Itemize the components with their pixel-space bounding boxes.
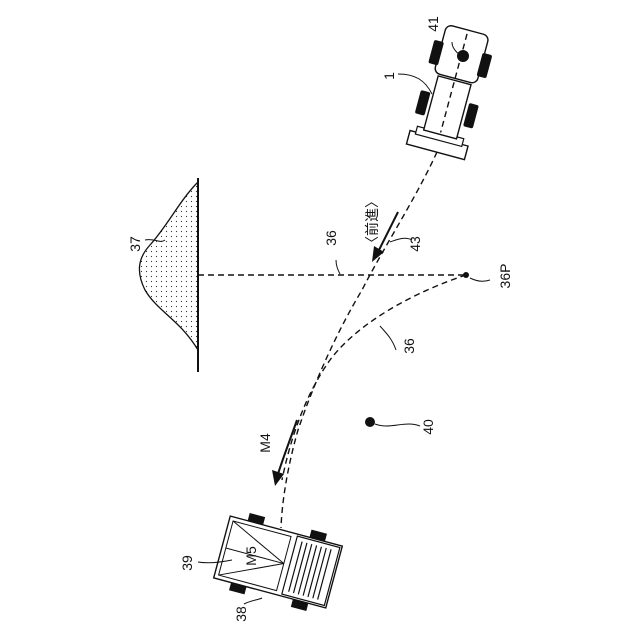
dump-truck-icon xyxy=(212,508,345,615)
label-line-36-upper: 36 xyxy=(323,230,339,246)
pile-shape xyxy=(139,182,198,350)
label-loader-ref: 1 xyxy=(381,72,397,80)
label-motion-m5: M5 xyxy=(243,546,259,566)
label-path-43: 43 xyxy=(407,236,423,252)
motion-m4-arrow-icon xyxy=(272,420,297,486)
label-line-36-lower: 36 xyxy=(401,338,417,354)
label-point-36p: 36P xyxy=(497,264,513,289)
point-36p-dot xyxy=(463,272,469,278)
label-truck-39: 39 xyxy=(179,555,195,571)
point-40-icon xyxy=(365,417,375,427)
label-forward: 〈前進〉 xyxy=(364,194,380,250)
label-pile-37: 37 xyxy=(127,236,143,252)
label-motion-m4: M4 xyxy=(257,433,273,453)
leader-40 xyxy=(375,424,420,426)
label-truck-38: 38 xyxy=(233,606,249,622)
reference-curve-36 xyxy=(282,275,466,480)
material-pile xyxy=(139,178,198,372)
loader-point-41-icon xyxy=(457,50,469,62)
label-loader-point-41: 41 xyxy=(425,16,441,32)
label-point-40: 40 xyxy=(420,419,436,435)
